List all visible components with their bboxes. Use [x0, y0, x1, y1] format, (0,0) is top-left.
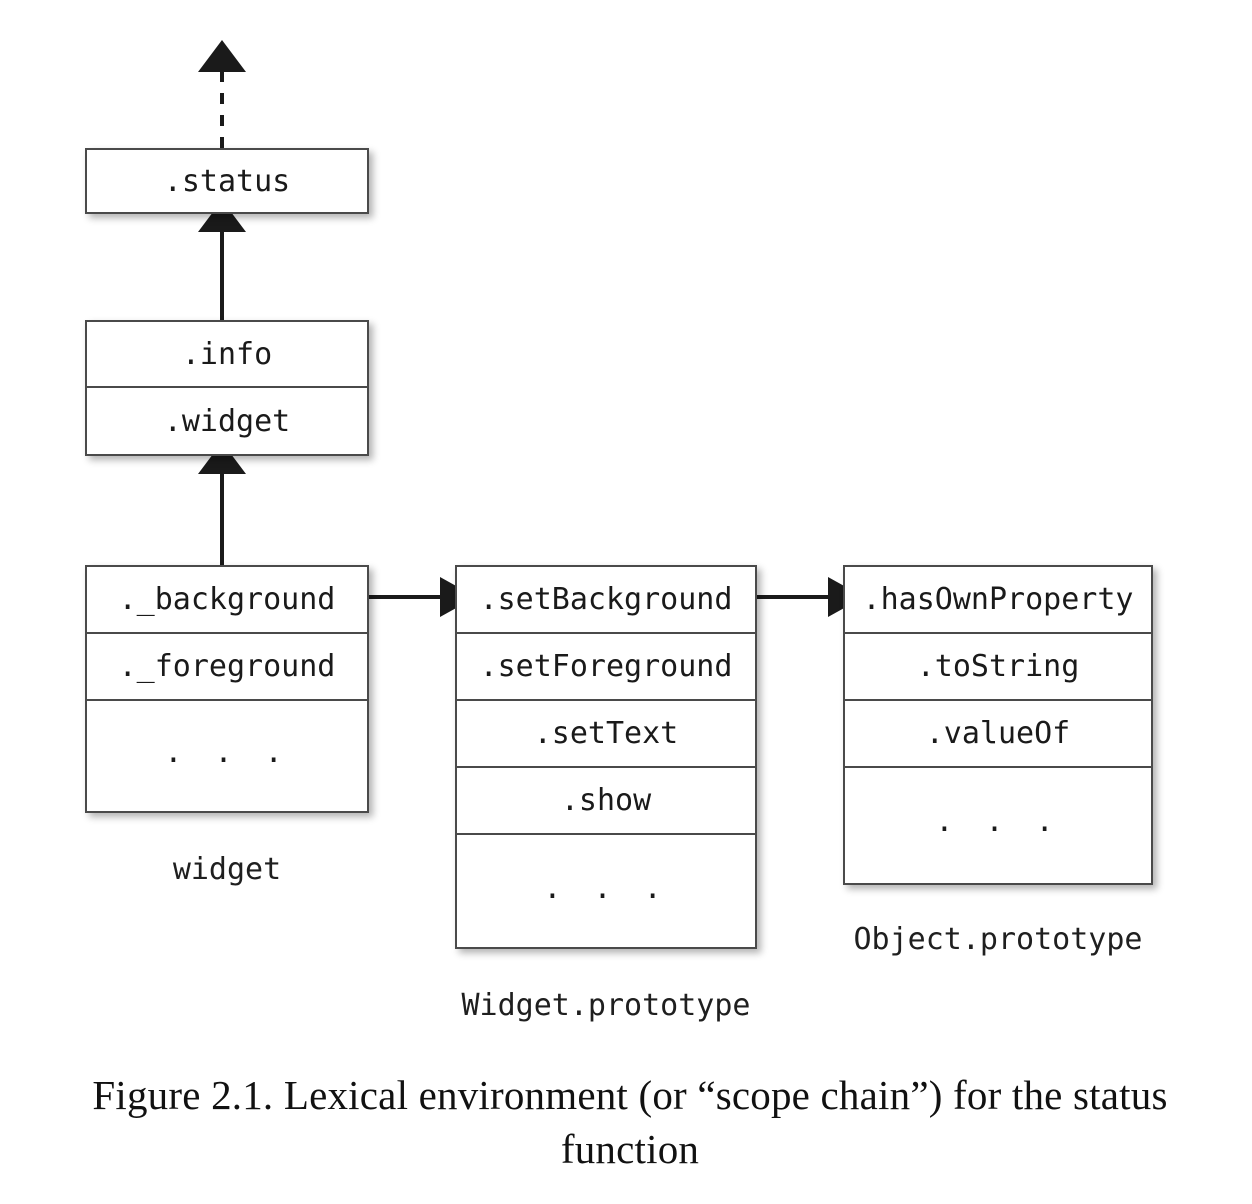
- scope-row-widget-prototype-ellipsis: . . .: [457, 835, 755, 947]
- scope-row-setforeground: .setForeground: [457, 634, 755, 701]
- scope-row-show: .show: [457, 768, 755, 835]
- scope-row-settext: .setText: [457, 701, 755, 768]
- box-label-object-prototype: Object.prototype: [853, 922, 1143, 957]
- scope-row-setbackground: .setBackground: [457, 567, 755, 634]
- scope-row-background: ._background: [87, 567, 367, 634]
- scope-row-info: .info: [87, 322, 367, 388]
- scope-row-tostring: .toString: [845, 634, 1151, 701]
- scope-row-object-prototype-ellipsis: . . .: [845, 768, 1151, 883]
- scope-row-widget: .widget: [163, 403, 291, 439]
- scope-row-hasownproperty: .hasOwnProperty: [845, 567, 1151, 634]
- scope-box-widget-prototype[interactable]: .setBackground .setForeground .setText .…: [455, 565, 757, 949]
- scope-row-foreground: ._foreground: [87, 634, 367, 701]
- box-label-widget: widget: [172, 852, 282, 887]
- ellipsis-text: . . .: [164, 735, 290, 770]
- box-label-widget-prototype: Widget.prototype: [461, 988, 751, 1023]
- scope-row-status: .status: [163, 163, 291, 199]
- ellipsis-text: . . .: [543, 871, 669, 906]
- scope-box-info-widget[interactable]: .info .widget: [85, 320, 369, 456]
- figure-caption: Figure 2.1. Lexical environment (or “sco…: [92, 1072, 1168, 1173]
- ellipsis-text: . . .: [935, 804, 1061, 839]
- scope-box-status[interactable]: .status: [85, 148, 369, 214]
- scope-box-object-prototype[interactable]: .hasOwnProperty .toString .valueOf . . .: [843, 565, 1153, 885]
- scope-row-valueof: .valueOf: [845, 701, 1151, 768]
- scope-box-widget[interactable]: ._background ._foreground . . .: [85, 565, 369, 813]
- scope-row-widget-ellipsis: . . .: [87, 701, 367, 811]
